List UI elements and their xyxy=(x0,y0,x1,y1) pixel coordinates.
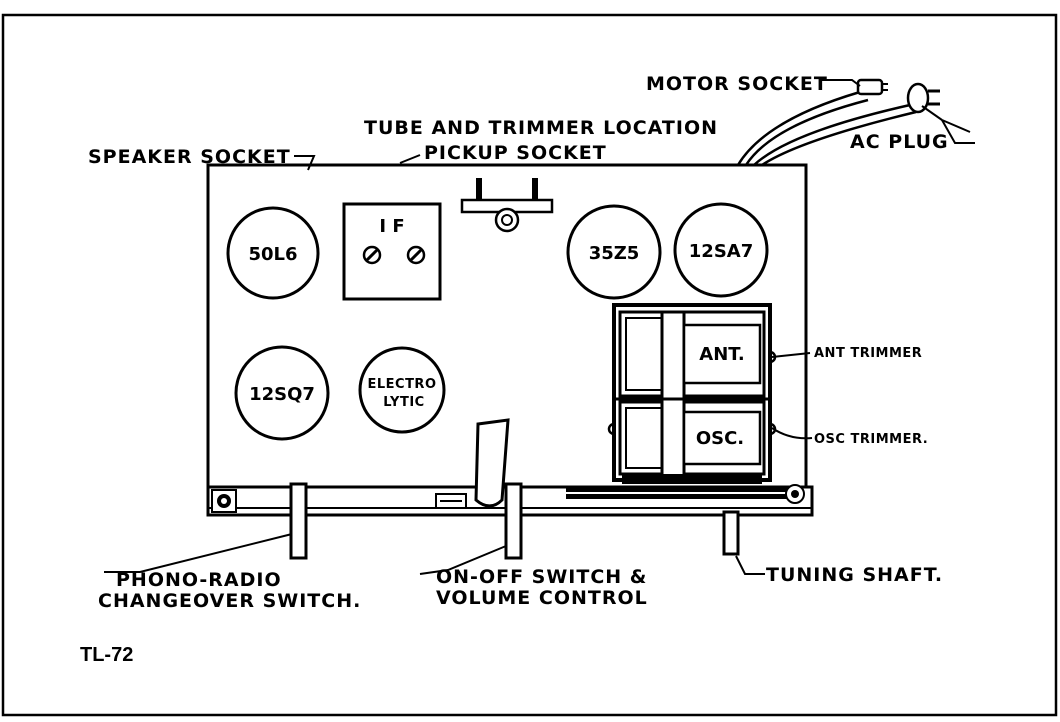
if-transformer: I F xyxy=(342,202,442,301)
volume-control-shaft xyxy=(435,418,510,509)
tuning-shaft xyxy=(722,510,740,556)
on-off-volume-shaft xyxy=(504,482,523,560)
svg-text:50L6: 50L6 xyxy=(248,244,297,265)
coil-assembly: ANT. OSC. xyxy=(607,303,777,484)
power-cables xyxy=(736,90,917,167)
motor-socket-label: MOTOR SOCKET xyxy=(646,73,828,95)
svg-text:12SA7: 12SA7 xyxy=(689,241,753,262)
ac-plug-icon xyxy=(906,82,940,114)
pickup-socket xyxy=(460,178,554,233)
left-mounting-bolt xyxy=(211,489,237,513)
tuning-shaft-label: TUNING SHAFT. xyxy=(766,564,943,586)
right-mounting-bolt xyxy=(785,484,805,504)
tube-50l6: 50L6 xyxy=(226,206,320,300)
electrolytic-capacitor: ELECTRO LYTIC xyxy=(358,346,446,434)
on-off-label-line1: ON-OFF SWITCH & xyxy=(436,566,647,588)
on-off-label-line2: VOLUME CONTROL xyxy=(436,587,648,609)
osc-trimmer-label: OSC TRIMMER. xyxy=(814,432,928,447)
phono-radio-shaft xyxy=(289,482,308,560)
pickup-socket-label: PICKUP SOCKET xyxy=(424,142,607,164)
svg-text:ELECTRO: ELECTRO xyxy=(367,377,436,392)
motor-socket-plug-icon xyxy=(856,78,888,96)
svg-text:35Z5: 35Z5 xyxy=(589,243,640,264)
svg-text:12SQ7: 12SQ7 xyxy=(249,384,315,405)
svg-text:OSC.: OSC. xyxy=(696,428,744,449)
svg-text:I F: I F xyxy=(379,216,404,237)
tube-12sq7: 12SQ7 xyxy=(234,345,330,441)
tube-12sa7: 12SA7 xyxy=(673,202,769,298)
speaker-socket-label: SPEAKER SOCKET xyxy=(88,146,291,168)
figure-border xyxy=(1,13,1058,717)
tube-35z5: 35Z5 xyxy=(566,204,662,300)
phono-radio-label-line2: CHANGEOVER SWITCH. xyxy=(98,590,361,612)
svg-text:LYTIC: LYTIC xyxy=(383,395,424,410)
phono-radio-label-line1: PHONO-RADIO xyxy=(116,569,282,591)
svg-text:ANT.: ANT. xyxy=(699,344,744,365)
leader-lines xyxy=(104,79,975,575)
ant-trimmer-label: ANT TRIMMER xyxy=(814,346,922,361)
tube-trimmer-location-title: TUBE AND TRIMMER LOCATION xyxy=(364,117,718,139)
figure-id: TL-72 xyxy=(80,644,133,666)
ac-plug-label: AC PLUG xyxy=(850,131,949,153)
